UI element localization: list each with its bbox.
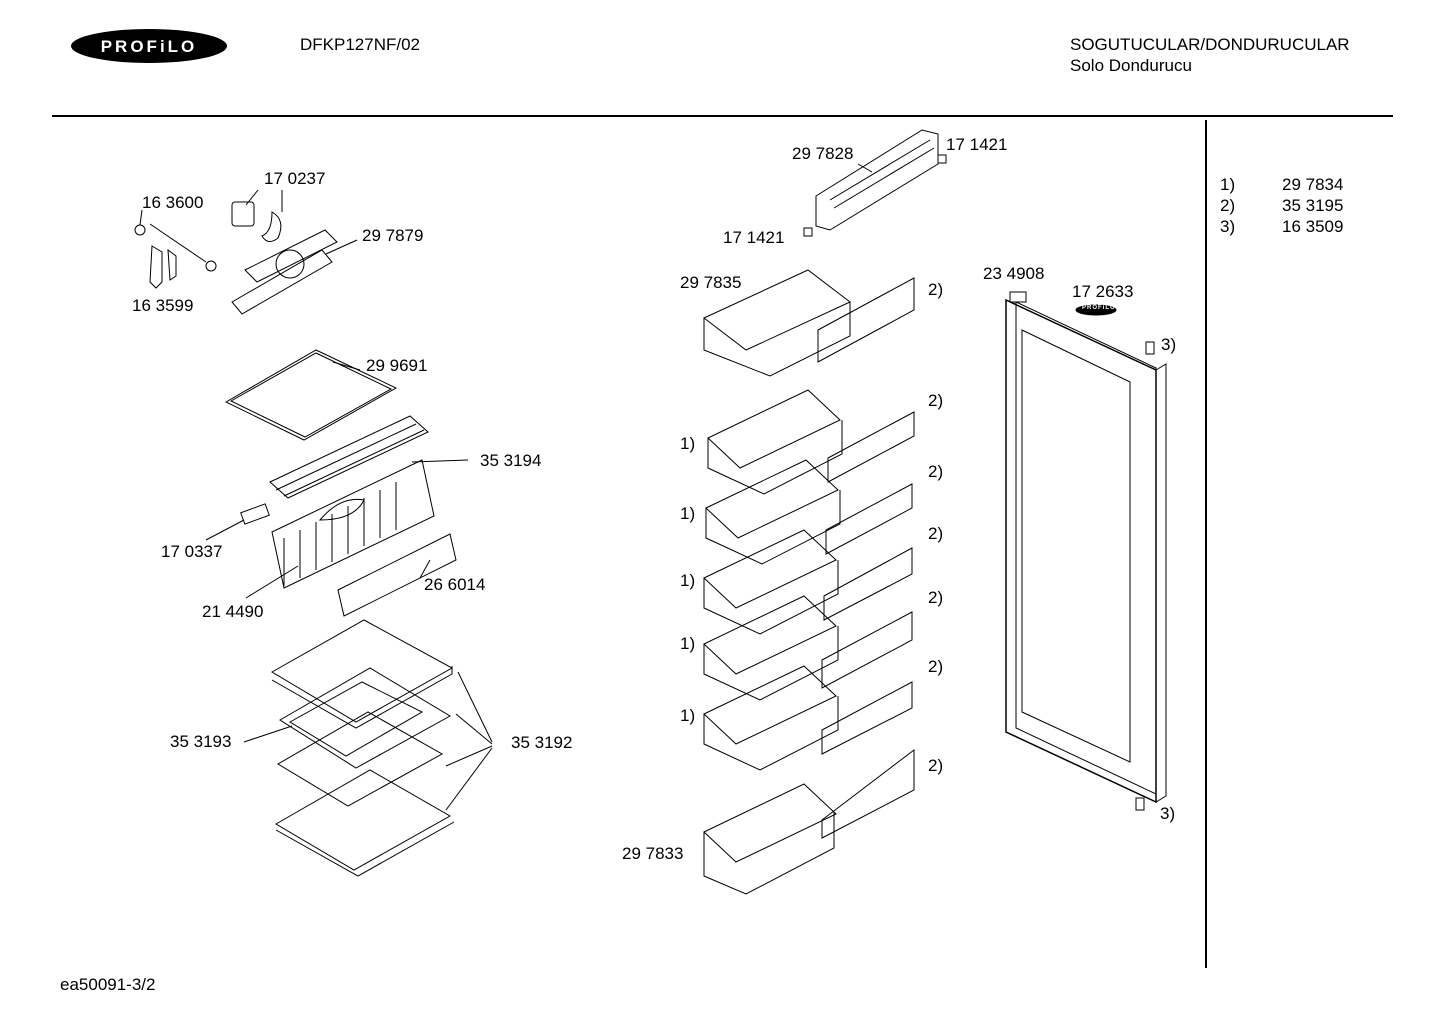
- marker-1: 1): [680, 434, 696, 453]
- marker-2: 2): [928, 657, 944, 676]
- freezer-door: [1005, 291, 1167, 804]
- marker-2: 2): [928, 588, 944, 607]
- part-label: 21 4490: [202, 602, 264, 621]
- part-label: 29 7835: [680, 273, 742, 292]
- cover-plate: [224, 349, 398, 441]
- legend-row: 2) 35 3195: [1220, 195, 1343, 216]
- hinge-pin-bottom: [1135, 797, 1145, 811]
- marker-3: 3): [1161, 335, 1177, 354]
- category-title: SOGUTUCULAR/DONDURUCULAR: [1070, 35, 1350, 54]
- part-label: 17 1421: [723, 228, 785, 247]
- part-label: 35 3193: [170, 732, 232, 751]
- door-badge: PROFiLO: [1082, 305, 1116, 311]
- legend-value: 29 7834: [1282, 175, 1344, 194]
- part-label: 23 4908: [983, 264, 1045, 283]
- brand-logo-shape: PROFiLO: [71, 29, 227, 63]
- basket-top: [703, 269, 915, 377]
- evaporator-assembly: [205, 415, 469, 617]
- legend-key: 1): [1220, 175, 1236, 194]
- part-label: 35 3194: [480, 451, 542, 470]
- category-subtitle: Solo Dondurucu: [1070, 56, 1192, 75]
- parts-legend: 1) 29 7834 2) 35 3195 3) 16 3509: [1220, 174, 1343, 237]
- legend-row: 3) 16 3509: [1220, 216, 1343, 237]
- marker-2: 2): [928, 462, 944, 481]
- legend-key: 3): [1220, 217, 1236, 236]
- part-label: 16 3599: [132, 296, 194, 315]
- marker-2: 2): [928, 391, 944, 410]
- part-label: 29 7828: [792, 144, 854, 163]
- brand-logo: PROFiLO: [70, 28, 228, 64]
- model-number: DFKP127NF/02: [300, 35, 420, 54]
- basket-2: [705, 459, 913, 565]
- legend-value: 35 3195: [1282, 196, 1344, 215]
- legend-value: 16 3509: [1282, 217, 1344, 236]
- part-label: 17 1421: [946, 135, 1008, 154]
- marker-1: 1): [680, 504, 696, 523]
- basket-3: [703, 529, 913, 635]
- marker-2: 2): [928, 524, 944, 543]
- hinge-pin-top: [1145, 341, 1155, 355]
- legend-key: 2): [1220, 196, 1236, 215]
- part-label: 29 7833: [622, 844, 684, 863]
- part-label: 26 6014: [424, 575, 486, 594]
- thermostat-assembly: [134, 189, 358, 315]
- marker-2: 2): [928, 756, 944, 775]
- legend-row: 1) 29 7834: [1220, 174, 1343, 195]
- top-flap: [803, 129, 947, 237]
- document-id: ea50091-3/2: [60, 975, 156, 994]
- marker-2: 2): [928, 280, 944, 299]
- basket-5: [703, 665, 913, 771]
- glass-shelves: [243, 619, 493, 877]
- basket-4: [703, 595, 913, 701]
- basket-1: [707, 389, 915, 495]
- marker-1: 1): [680, 706, 696, 725]
- part-label: 16 3600: [142, 193, 204, 212]
- marker-3: 3): [1160, 804, 1176, 823]
- marker-1: 1): [680, 634, 696, 653]
- marker-1: 1): [680, 571, 696, 590]
- part-label: 35 3192: [511, 733, 573, 752]
- part-label: 17 0337: [161, 542, 223, 561]
- part-label: 29 7879: [362, 226, 424, 245]
- baskets: [703, 269, 915, 895]
- part-label: 29 9691: [366, 356, 428, 375]
- basket-bottom: [703, 748, 915, 895]
- part-label: 17 0237: [264, 169, 326, 188]
- part-label: 17 2633: [1072, 282, 1134, 301]
- svg-text:PROFiLO: PROFiLO: [101, 37, 198, 56]
